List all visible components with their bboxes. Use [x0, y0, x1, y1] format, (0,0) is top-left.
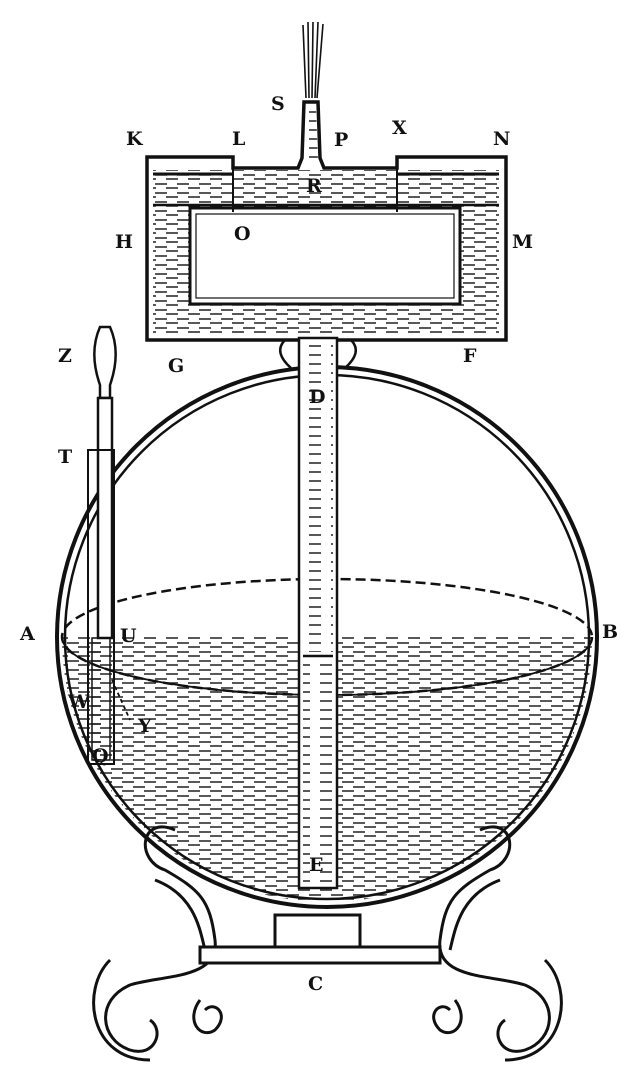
label-N: N	[493, 128, 510, 150]
label-K: K	[126, 128, 144, 150]
label-D: D	[309, 386, 325, 408]
label-Y: Y	[137, 715, 152, 737]
label-A: A	[19, 623, 35, 645]
label-R: R	[306, 175, 322, 197]
ornamental-stand	[92, 825, 563, 1062]
water-jet	[298, 20, 330, 100]
label-U: U	[120, 625, 137, 647]
label-G: G	[168, 355, 184, 377]
central-tube	[278, 336, 358, 890]
label-E: E	[309, 854, 323, 876]
label-B: B	[602, 621, 618, 643]
label-M: M	[512, 231, 533, 253]
label-F: F	[463, 345, 477, 367]
label-C: C	[308, 973, 323, 995]
label-W: W	[67, 691, 90, 713]
label-Z: Z	[58, 345, 72, 367]
label-Q: Q	[92, 745, 109, 767]
label-H: H	[115, 231, 133, 253]
label-X: X	[392, 117, 407, 139]
label-L: L	[232, 128, 245, 150]
label-O: O	[234, 223, 251, 245]
label-P: P	[334, 129, 348, 151]
labels: K L S P X N R H O M G F D Z T A U W Y Q …	[19, 93, 618, 995]
reservoir-frame	[145, 100, 508, 342]
label-S: S	[271, 93, 285, 115]
side-syringe	[87, 325, 131, 765]
label-T: T	[58, 446, 72, 468]
